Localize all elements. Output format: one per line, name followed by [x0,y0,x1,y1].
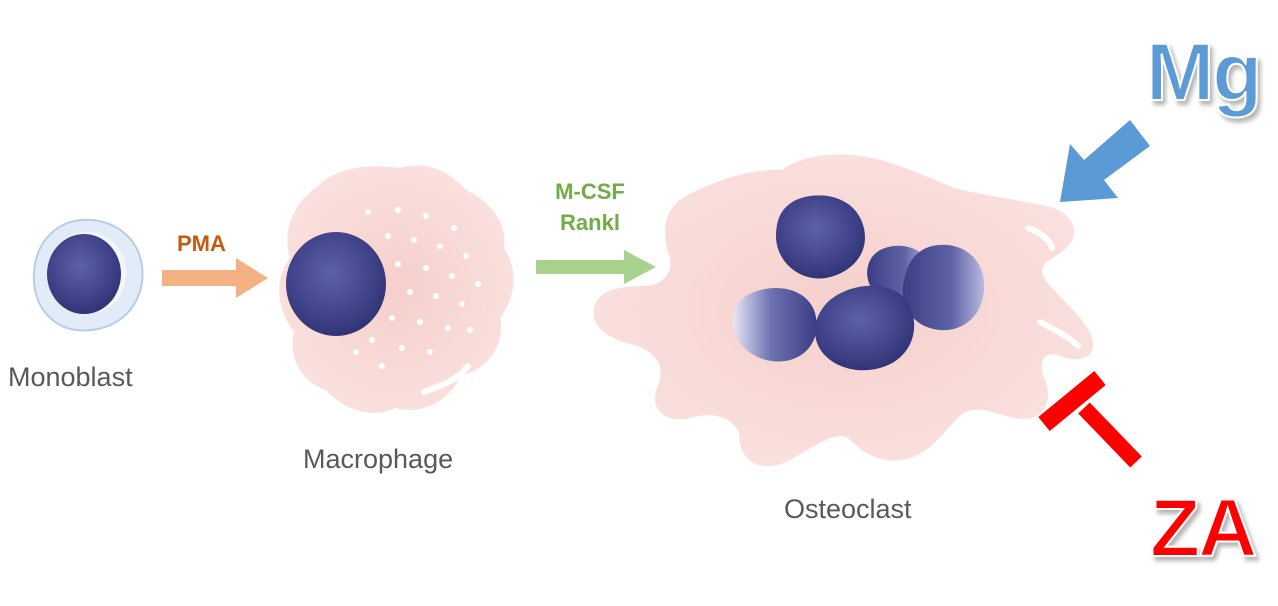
macrophage-nucleus [286,232,386,336]
za-text-graphic: ZA [1149,482,1259,575]
macrophage-cell [279,165,514,413]
macrophage-label: Macrophage [303,444,454,474]
monoblast-cell [32,218,144,332]
rankl-label: Rankl [560,210,620,235]
monoblast-nucleus [47,234,121,314]
mg-text: Mg [1146,27,1260,118]
macrophage-granules [353,207,481,369]
osteoclast-cell [593,154,1094,467]
monoblast-label: Monoblast [8,362,133,392]
osteoclast-nuclei [732,195,985,371]
mcsf-rankl-arrow [536,250,656,284]
pma-arrow [162,258,268,298]
mg-text-graphic: Mg [1145,26,1263,119]
mcsf-rankl-label: M-CSF Rankl [540,176,640,238]
pma-label: PMA [177,231,226,256]
za-inhibition-symbol [1038,371,1142,468]
mcsf-label: M-CSF [555,179,625,204]
mg-stimulation-arrow [1060,120,1150,202]
osteoclast-label: Osteoclast [784,494,912,524]
za-text: ZA [1150,483,1256,574]
